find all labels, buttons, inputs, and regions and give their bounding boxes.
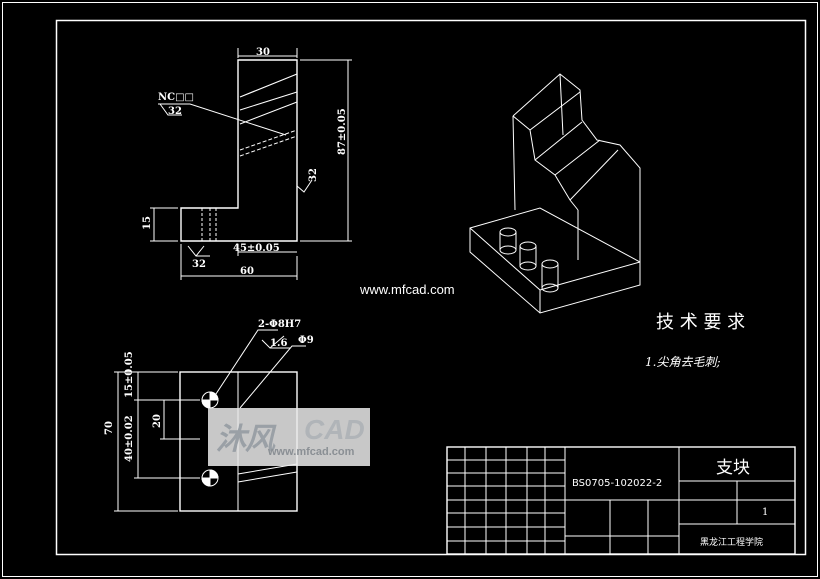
side-dim-top: 30: [256, 47, 270, 58]
drawing-number: BS0705-102022-2: [572, 478, 662, 489]
site-url: www.mfcad.com: [360, 282, 455, 297]
side-dim-left-height: 15: [142, 216, 153, 230]
school-name: 黑龙江工程学院: [700, 536, 763, 548]
watermark-brand: 沐风: [216, 423, 275, 456]
watermark-cad: CAD: [304, 414, 365, 445]
counterbore-dim: Φ9: [298, 335, 314, 346]
side-view: [150, 48, 352, 280]
top-dim-a: 40±0.02: [124, 415, 135, 462]
inner-frame: [55, 19, 807, 556]
roughness-1: 32: [168, 106, 182, 117]
hole-roughness: 1.6: [270, 338, 287, 349]
quantity: 1: [762, 507, 768, 518]
side-dim-total: 60: [240, 266, 254, 277]
roughness-2: 32: [308, 168, 319, 182]
title-block: [446, 446, 796, 555]
hole-spec: 2-Φ8H7: [258, 319, 301, 330]
roughness-3: 32: [192, 259, 206, 270]
top-dim-total: 70: [104, 421, 115, 435]
nc-label: NC□□: [158, 92, 194, 103]
requirements-title: 技 术 要 求: [656, 312, 745, 333]
watermark: 沐风 CAD www.mfcad.com: [208, 408, 370, 466]
top-view: [114, 329, 306, 512]
part-name: 支块: [716, 458, 750, 478]
requirement-item-1: 1.尖角去毛刺;: [645, 355, 721, 369]
side-dim-height: 87±0.05: [337, 108, 348, 155]
watermark-url: www.mfcad.com: [268, 446, 355, 458]
side-dim-inner: 45±0.05: [233, 243, 280, 254]
isometric-view: [469, 73, 641, 314]
top-dim-b: 15±0.05: [124, 351, 135, 398]
top-dim-c: 20: [152, 414, 163, 428]
